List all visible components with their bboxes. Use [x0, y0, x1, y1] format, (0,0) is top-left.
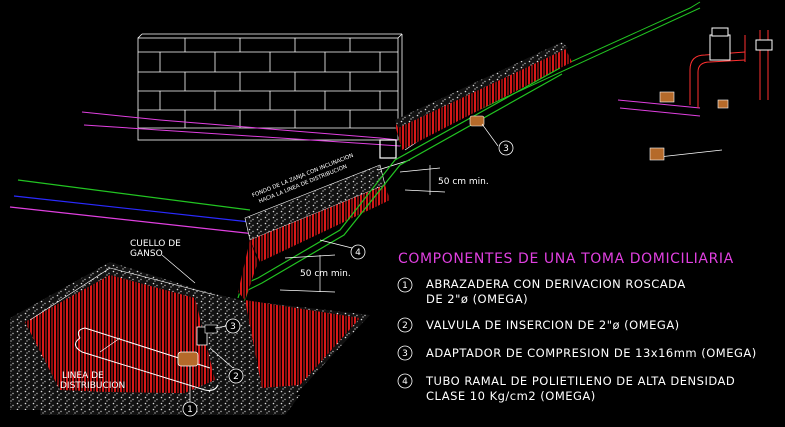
upper-trench: [244, 42, 572, 262]
dimension-lines: [279, 165, 446, 293]
legend-item-4-line1: TUBO RAMAL DE POLIETILENO DE ALTA DENSID…: [425, 374, 735, 388]
legend: COMPONENTES DE UNA TOMA DOMICILIARIA 1 A…: [397, 251, 757, 403]
fittings: [177, 115, 485, 367]
legend-item-4-number: 4: [402, 377, 408, 387]
callout-1-number: 1: [187, 405, 193, 415]
callout-3-lower: [225, 318, 241, 334]
callout-3-upper: [498, 140, 514, 156]
lower-trench: [10, 240, 370, 415]
meter-assembly: [617, 27, 773, 161]
label-linea-1: LINEA DE: [62, 371, 104, 381]
callouts: [182, 140, 514, 417]
legend-item-2-number: 2: [402, 321, 408, 331]
legend-item-2-line1: VALVULA DE INSERCION DE 2"ø (OMEGA): [426, 318, 680, 332]
label-linea-2: DISTRIBUCION: [60, 381, 125, 391]
brick-wall: [137, 33, 403, 141]
legend-item-1-line2: DE 2"ø (OMEGA): [426, 292, 528, 306]
callout-3-lower-number: 3: [230, 322, 236, 332]
legend-item-1-line1: ABRAZADERA CON DERIVACION ROSCADA: [426, 277, 686, 291]
callout-3-upper-number: 3: [503, 144, 509, 154]
legend-item-1-number: 1: [402, 281, 408, 291]
leader-lines: [99, 123, 499, 402]
callout-2: [228, 368, 244, 384]
label-cuello-1: CUELLO DE: [130, 239, 181, 249]
legend-item-3-line1: ADAPTADOR DE COMPRESION DE 13x16mm (OMEG…: [426, 346, 757, 360]
label-dim-lower: 50 cm min.: [300, 269, 351, 279]
callout-1: [182, 401, 198, 417]
legend-item-4-line2: CLASE 10 Kg/cm2 (OMEGA): [426, 389, 596, 403]
legend-title: COMPONENTES DE UNA TOMA DOMICILIARIA: [398, 251, 734, 267]
callout-2-number: 2: [233, 372, 239, 382]
legend-item-3-number: 3: [402, 349, 408, 359]
callout-4: [350, 244, 366, 260]
label-dim-upper: 50 cm min.: [438, 177, 489, 187]
label-cuello-2: GANSO: [130, 249, 163, 259]
callout-4-number: 4: [355, 248, 361, 258]
